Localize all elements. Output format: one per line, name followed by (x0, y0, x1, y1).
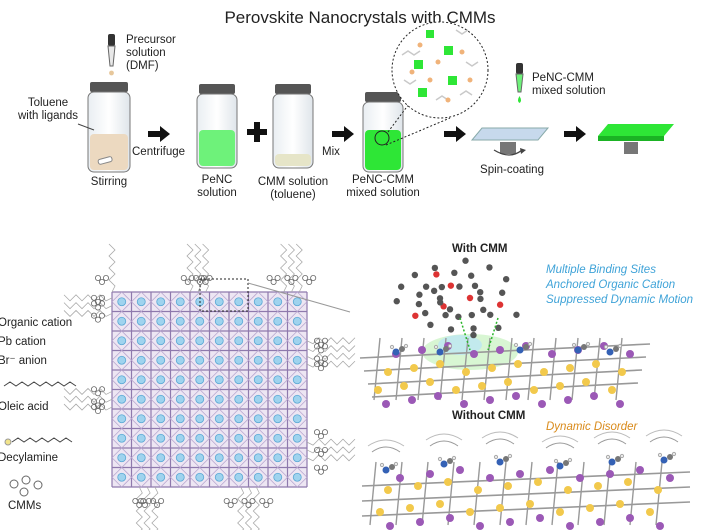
spin-coating-label: Spin-coating (480, 164, 544, 176)
without-cmm-heading: Without CMM (452, 410, 526, 422)
spin-coater-icon (470, 127, 550, 156)
vial-cmm-icon (272, 84, 314, 169)
vial-stirring-icon (87, 82, 131, 173)
penc-solution-label: PeNC solution (197, 174, 237, 199)
with-cmm-heading: With CMM (452, 243, 508, 255)
arrow-icon (148, 126, 170, 142)
nanocrystal-lattice (63, 243, 356, 530)
with-cmm-point-3: Suppressed Dynamic Motion (546, 294, 694, 306)
mixed-solution-label: PeNC-CMM mixed solution (346, 174, 420, 199)
arrow-icon (564, 126, 586, 142)
zoom-box (199, 278, 249, 312)
legend-organic-cation: Organic cation (0, 317, 73, 329)
without-cmm-note: Dynamic Disorder (546, 421, 638, 433)
legend-decylamine: Decylamine (0, 452, 59, 464)
without-cmm-structure (361, 429, 691, 530)
legend-cmms: CMMs (8, 500, 42, 512)
with-cmm-point-2: Anchored Organic Cation (546, 279, 676, 291)
vial-penc-icon (196, 84, 238, 169)
dropper-label: PeNC-CMM mixed solution (532, 72, 606, 97)
penc-cmm-dropper-icon (515, 63, 524, 103)
stirring-label: Stirring (90, 176, 128, 188)
toluene-label: Toluene with ligands (17, 97, 79, 122)
centrifuge-label: Centrifuge (132, 146, 186, 158)
cmm-solution-label: CMM solution (toluene) (257, 176, 329, 201)
figure-title: Perovskite Nanocrystals with CMMs (224, 8, 496, 27)
plus-icon (247, 122, 267, 142)
coated-film-icon (598, 124, 674, 154)
precursor-dropper-icon (107, 34, 116, 76)
with-cmm-point-1: Multiple Binding Sites (546, 264, 656, 276)
with-cmm-structure (359, 257, 651, 408)
arrow-icon (332, 126, 354, 142)
legend-br-anion: Br⁻ anion (0, 355, 47, 367)
arrow-icon (444, 126, 466, 142)
mix-label: Mix (322, 146, 340, 158)
legend-pb-cation: Pb cation (0, 336, 46, 348)
legend-icons (3, 381, 77, 497)
legend-oleic-acid: Oleic acid (0, 401, 49, 413)
precursor-label: Precursor solution (DMF) (126, 34, 176, 72)
vial-mixed-icon (362, 92, 404, 173)
zoom-circle (391, 21, 489, 119)
